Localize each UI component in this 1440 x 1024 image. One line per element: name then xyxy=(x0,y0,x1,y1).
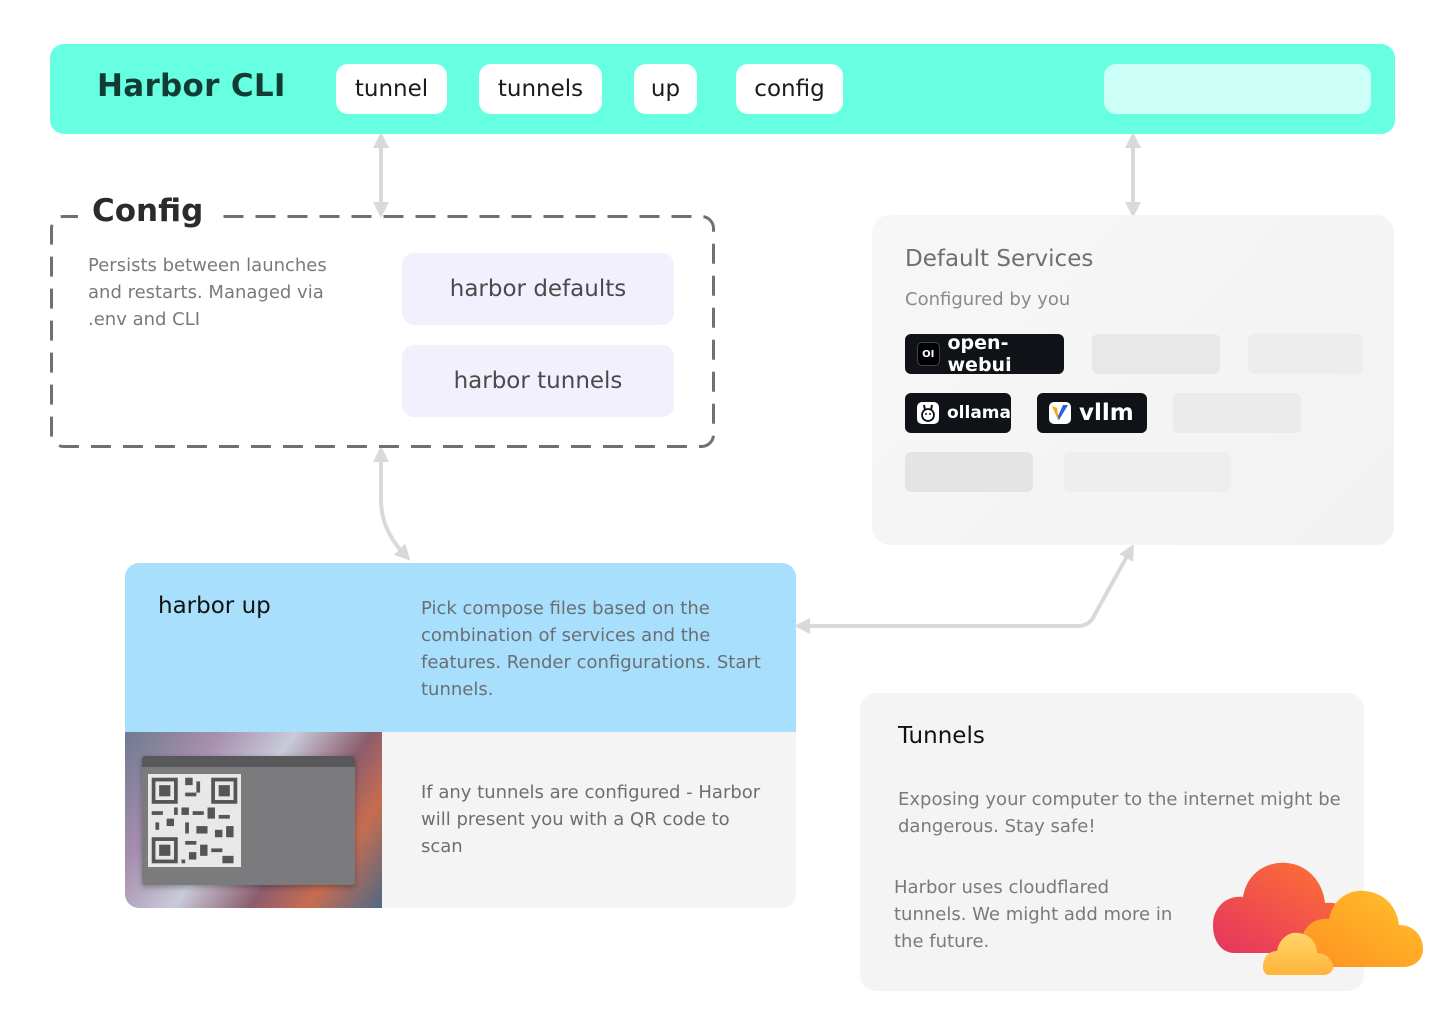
service-label: ollama xyxy=(947,403,1011,423)
services-title: Default Services xyxy=(905,246,1094,272)
qr-code-icon xyxy=(148,774,241,867)
service-placeholder xyxy=(1173,393,1301,433)
tunnels-title: Tunnels xyxy=(898,723,985,749)
harbor-defaults-item: harbor defaults xyxy=(402,253,674,325)
harbor-up-card xyxy=(125,563,796,732)
tunnels-warning: Exposing your computer to the internet m… xyxy=(898,789,1341,837)
service-chip-vllm: vllm xyxy=(1037,393,1147,433)
open-webui-logo-icon: OI xyxy=(917,342,940,366)
harbor-up-title: harbor up xyxy=(158,593,271,619)
config-title: Config xyxy=(78,193,218,229)
command-up[interactable]: up xyxy=(634,64,697,114)
service-chip-ollama: ollama xyxy=(905,393,1011,433)
command-config[interactable]: config xyxy=(736,64,843,114)
service-chip-open-webui: OI open-webui xyxy=(905,332,1064,376)
service-label: open-webui xyxy=(947,332,1012,376)
tunnels-note: Harbor uses cloudflared tunnels. We migh… xyxy=(894,877,1173,952)
command-tunnel[interactable]: tunnel xyxy=(336,64,447,114)
service-placeholder xyxy=(1248,334,1363,374)
ollama-logo-icon xyxy=(917,402,939,424)
config-description: Persists between launches and restarts. … xyxy=(88,255,327,330)
service-label: vllm xyxy=(1079,400,1134,426)
harbor-tunnels-item: harbor tunnels xyxy=(402,345,674,417)
command-tunnels[interactable]: tunnels xyxy=(479,64,602,114)
service-placeholder xyxy=(905,452,1033,492)
qr-note: If any tunnels are configured - Harbor w… xyxy=(421,782,761,857)
terminal-window xyxy=(142,756,355,885)
services-subtitle: Configured by you xyxy=(905,289,1071,310)
config-dashed-box xyxy=(50,215,715,448)
vllm-logo-icon xyxy=(1049,402,1071,424)
service-placeholder xyxy=(1092,334,1220,374)
cli-title: Harbor CLI xyxy=(97,68,286,104)
command-placeholder xyxy=(1104,64,1371,114)
harbor-cli-bar: Harbor CLI tunnel tunnels up config xyxy=(50,44,1395,134)
harbor-up-description: Pick compose files based on the combinat… xyxy=(421,598,761,700)
qr-terminal-screenshot xyxy=(125,732,382,908)
harbor-up-tunnel-panel xyxy=(125,732,796,908)
service-placeholder xyxy=(1064,452,1231,492)
arrow-up-services xyxy=(794,544,1134,634)
arrow-config-up xyxy=(373,446,411,561)
cloudflare-cloud-icon xyxy=(1213,862,1423,975)
